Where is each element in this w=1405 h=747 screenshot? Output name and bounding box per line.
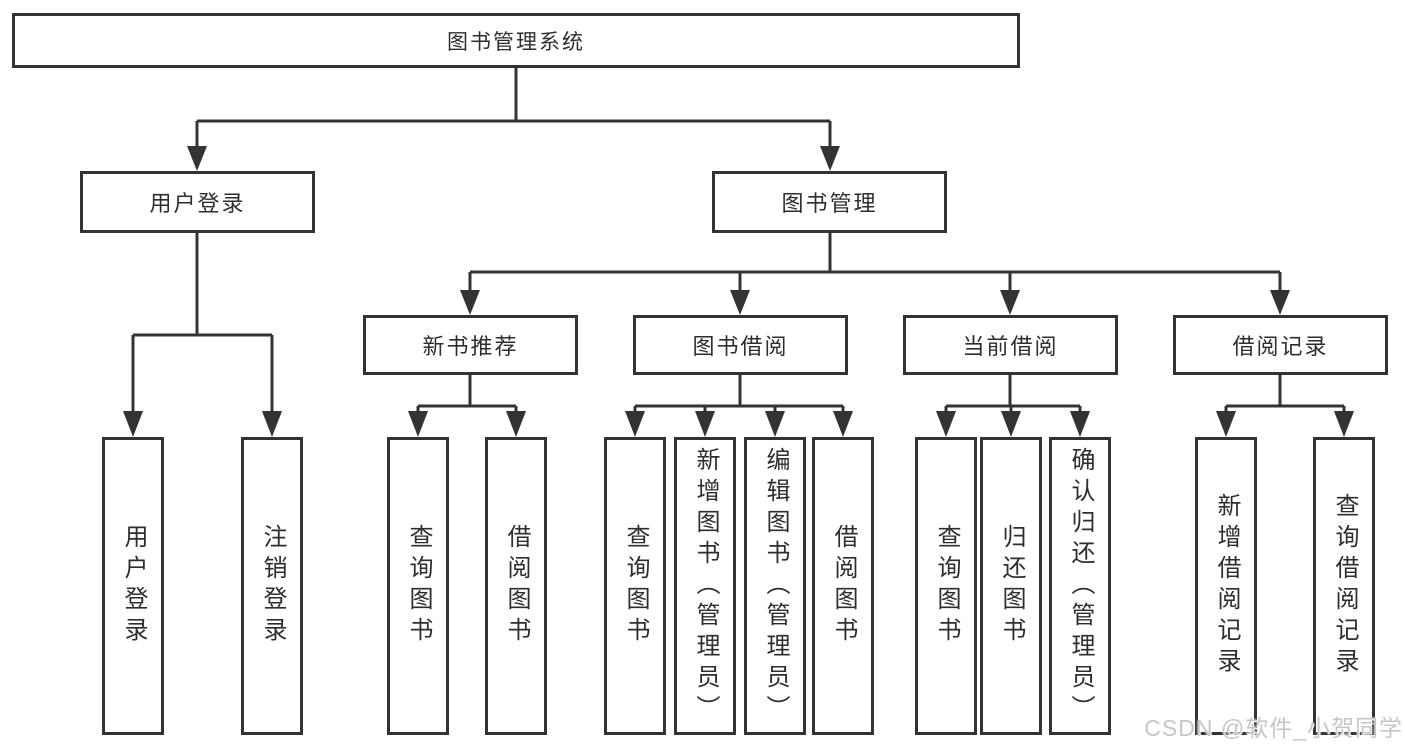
arrow-icon — [936, 411, 956, 437]
node-book-borrow: 图书借阅 — [633, 315, 848, 375]
leaf-current-query-books-label: 查询图书 — [933, 524, 960, 648]
leaf-current-query-books: 查询图书 — [915, 437, 977, 735]
csdn-watermark: CSDN @软件_小贺同学 — [1144, 715, 1403, 741]
node-current-borrow: 当前借阅 — [903, 315, 1118, 375]
node-book-borrow-label: 图书借阅 — [692, 334, 789, 359]
leaf-recommend-borrow-books: 借阅图书 — [485, 437, 547, 735]
connector-book-borrow-branch — [633, 375, 845, 416]
leaf-borrow-books-label: 借阅图书 — [830, 524, 857, 648]
node-book-management-label: 图书管理 — [781, 191, 878, 216]
node-current-borrow-label: 当前借阅 — [962, 334, 1059, 359]
node-new-book-recommend: 新书推荐 — [363, 315, 578, 375]
leaf-return-books-label: 归还图书 — [998, 524, 1025, 648]
arrow-icon — [1270, 290, 1290, 315]
arrow-icon — [1334, 411, 1354, 437]
leaf-borrow-query-books: 查询图书 — [604, 437, 666, 735]
leaf-recommend-query-books-label: 查询图书 — [405, 524, 432, 648]
leaf-edit-books-admin: 编辑图书（管理员） — [744, 437, 806, 735]
leaf-add-borrow-record-label: 新增借阅记录 — [1213, 493, 1240, 679]
connector-borrow-records-branch — [1224, 375, 1346, 416]
leaf-user-login: 用户登录 — [102, 437, 164, 735]
arrow-icon — [730, 290, 750, 315]
arrow-icon — [1070, 411, 1090, 437]
arrow-icon — [460, 290, 480, 315]
connector-current-borrow-branch — [944, 375, 1082, 416]
connector-new-book-recommend-branch — [416, 375, 518, 416]
arrow-icon — [695, 411, 715, 437]
connector-root-branch — [195, 68, 832, 150]
arrow-icon — [1216, 411, 1236, 437]
leaf-edit-books-admin-label: 编辑图书（管理员） — [762, 446, 789, 726]
node-root: 图书管理系统 — [12, 13, 1020, 68]
node-book-management: 图书管理 — [712, 171, 947, 233]
leaf-recommend-borrow-books-label: 借阅图书 — [503, 524, 530, 648]
node-borrow-records: 借阅记录 — [1173, 315, 1388, 375]
leaf-confirm-return-admin: 确认归还（管理员） — [1049, 437, 1111, 735]
leaf-return-books: 归还图书 — [980, 437, 1042, 735]
arrow-icon — [123, 411, 143, 437]
leaf-query-borrow-record: 查询借阅记录 — [1313, 437, 1375, 735]
arrow-icon — [408, 411, 428, 437]
node-root-label: 图书管理系统 — [447, 30, 585, 54]
connector-book-management-branch — [468, 233, 1282, 295]
arrow-icon — [506, 411, 526, 437]
leaf-add-borrow-record: 新增借阅记录 — [1195, 437, 1257, 735]
arrow-icon — [765, 411, 785, 437]
leaf-add-books-admin: 新增图书（管理员） — [674, 437, 736, 735]
node-new-book-recommend-label: 新书推荐 — [422, 334, 519, 359]
leaf-logout: 注销登录 — [241, 437, 303, 735]
node-user-login: 用户登录 — [80, 171, 315, 233]
arrow-icon — [625, 411, 645, 437]
leaf-query-borrow-record-label: 查询借阅记录 — [1331, 493, 1358, 679]
arrow-icon — [262, 411, 282, 437]
arrow-icon — [1000, 290, 1020, 315]
leaf-logout-label: 注销登录 — [259, 524, 286, 648]
arrow-icon — [820, 146, 840, 171]
arrow-icon — [1001, 411, 1021, 437]
leaf-user-login-label: 用户登录 — [120, 524, 147, 648]
leaf-borrow-query-books-label: 查询图书 — [622, 524, 649, 648]
leaf-add-books-admin-label: 新增图书（管理员） — [692, 446, 719, 726]
node-borrow-records-label: 借阅记录 — [1232, 334, 1329, 359]
arrow-icon — [833, 411, 853, 437]
node-user-login-label: 用户登录 — [149, 191, 246, 216]
connector-user-login-branch — [131, 233, 274, 416]
leaf-borrow-books: 借阅图书 — [812, 437, 874, 735]
leaf-confirm-return-admin-label: 确认归还（管理员） — [1067, 446, 1094, 726]
arrow-icon — [187, 146, 207, 171]
leaf-recommend-query-books: 查询图书 — [387, 437, 449, 735]
